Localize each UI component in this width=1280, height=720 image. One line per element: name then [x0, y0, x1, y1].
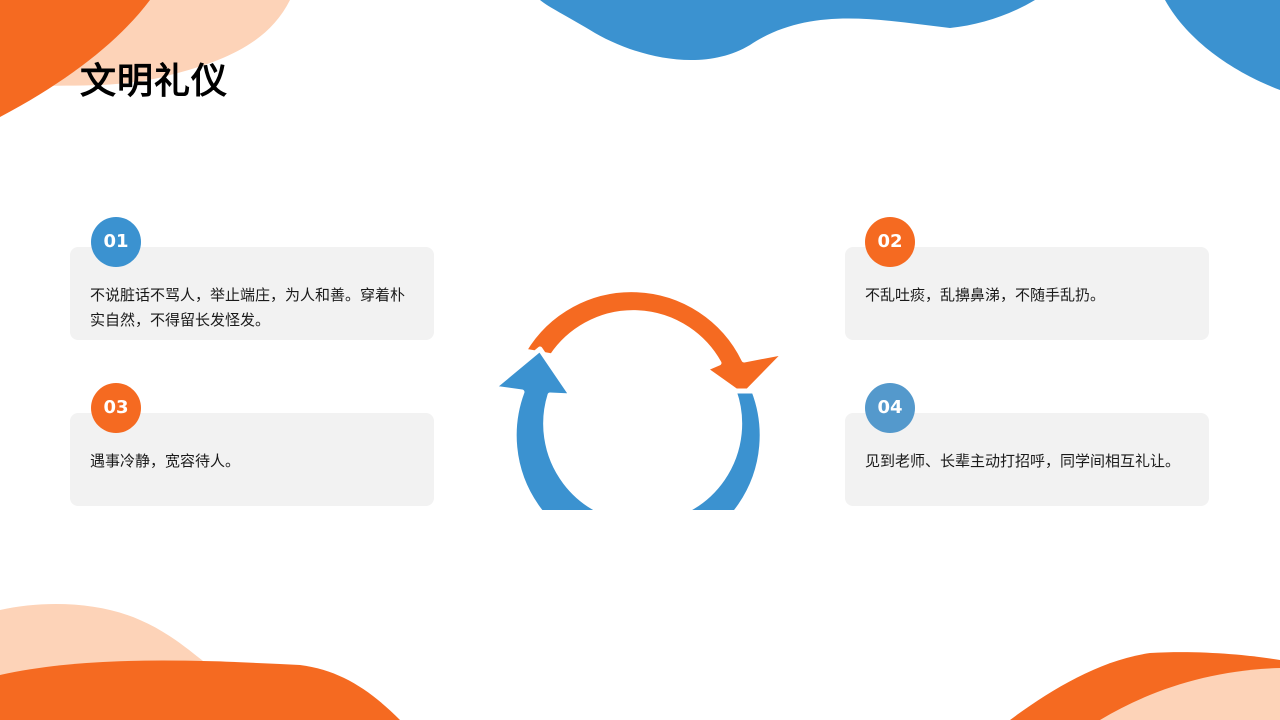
cycle-arrows-icon — [490, 287, 789, 510]
card-4: 见到老师、长辈主动打招呼，同学间相互礼让。 — [845, 413, 1209, 506]
card-1: 不说脏话不骂人，举止端庄，为人和善。穿着朴实自然，不得留长发怪发。 — [70, 247, 434, 340]
badge-1: 01 — [91, 217, 141, 267]
page-title: 文明礼仪 — [80, 61, 229, 102]
badge-2: 02 — [865, 217, 915, 267]
card-3-text: 遇事冷静，宽容待人。 — [90, 452, 241, 470]
bottom-left-orange-blob — [0, 660, 400, 720]
blue-cycle-arrow — [490, 346, 765, 510]
card-2: 不乱吐痰，乱擤鼻涕，不随手乱扔。 — [845, 247, 1209, 340]
badge-3: 03 — [91, 383, 141, 433]
card-4-text: 见到老师、长辈主动打招呼，同学间相互礼让。 — [865, 452, 1181, 470]
card-3: 遇事冷静，宽容待人。 — [70, 413, 434, 506]
badge-4: 04 — [865, 383, 915, 433]
card-1-text: 不说脏话不骂人，举止端庄，为人和善。穿着朴实自然，不得留长发怪发。 — [90, 286, 406, 329]
top-center-blue-blob — [540, 0, 1035, 61]
top-right-blue-blob — [1165, 0, 1280, 90]
bottom-right-peach-blob — [1100, 668, 1280, 720]
card-2-text: 不乱吐痰，乱擤鼻涕，不随手乱扔。 — [865, 286, 1106, 304]
top-left-orange-blob — [0, 0, 150, 117]
orange-cycle-arrow — [521, 287, 789, 399]
